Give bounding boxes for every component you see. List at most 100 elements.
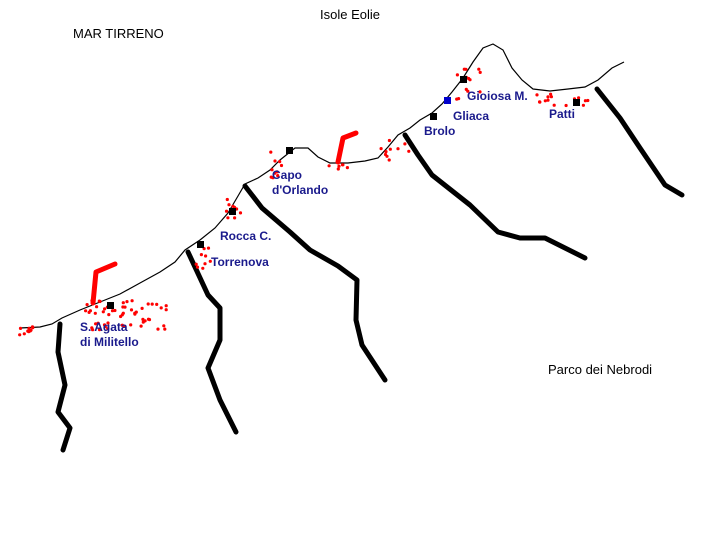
red-dot: [102, 323, 107, 327]
red-dot: [22, 332, 26, 336]
marker-patti: [573, 99, 580, 106]
red-dot: [139, 324, 143, 328]
red-dot: [278, 160, 282, 164]
red-dot: [341, 163, 345, 167]
red-dot: [583, 99, 588, 103]
red-dot: [107, 313, 111, 317]
marker-brolo: [430, 113, 437, 120]
red-dot: [155, 302, 159, 306]
red-dot: [379, 147, 383, 151]
red-dot: [159, 306, 163, 310]
red-dot: [233, 216, 237, 220]
red-dot: [195, 265, 200, 269]
red-dot: [106, 327, 110, 331]
red-dot: [164, 304, 168, 308]
marker-capo: [286, 147, 293, 154]
red-dot-clusters: [18, 67, 590, 337]
marker-santagata: [107, 302, 114, 309]
red-dot: [271, 176, 275, 180]
red-dot: [203, 262, 207, 266]
red-dot: [225, 197, 229, 202]
river-brolo: [402, 132, 588, 261]
river-rocca: [242, 183, 388, 383]
red-dot: [269, 150, 273, 154]
red-dot: [387, 158, 391, 162]
red-dot: [31, 326, 35, 330]
red-dot: [162, 324, 166, 328]
town-label-brolo: Brolo: [424, 124, 455, 138]
red-dot: [146, 317, 151, 321]
town-label-capo: Capo d'Orlando: [272, 168, 328, 197]
red-dot: [123, 305, 127, 309]
red-dot: [121, 301, 125, 305]
red-dot: [125, 300, 129, 304]
red-dot: [336, 167, 340, 171]
red-dot: [93, 311, 97, 315]
red-dot: [164, 308, 168, 312]
red-dot: [85, 303, 89, 307]
red-dot: [201, 266, 205, 270]
red-dot: [143, 319, 147, 323]
red-dot: [385, 154, 389, 158]
red-dot: [238, 211, 243, 215]
red-dot: [224, 209, 229, 213]
red-dot: [199, 253, 203, 257]
red-dot: [204, 254, 208, 258]
red-dot: [133, 312, 137, 316]
red-dot: [581, 103, 586, 107]
red-dot: [345, 166, 349, 170]
red-dot: [586, 98, 590, 103]
red-dot: [384, 150, 388, 154]
red-dot: [206, 246, 211, 250]
red-dot: [91, 328, 95, 332]
red-dot: [18, 333, 22, 337]
red-dot: [276, 174, 280, 178]
red-dot: [387, 138, 391, 143]
red-dot: [88, 309, 92, 313]
town-label-torrenova: Torrenova: [211, 255, 269, 269]
red-dot: [101, 310, 105, 314]
red-dot: [403, 142, 407, 146]
red-dot: [96, 321, 100, 325]
barrier-east: [335, 130, 359, 165]
sea-label: MAR TIRRENO: [73, 26, 164, 41]
red-dot: [28, 329, 32, 333]
red-dot: [546, 95, 550, 99]
park-label: Parco dei Nebrodi: [548, 362, 652, 377]
red-dot: [564, 103, 568, 108]
red-dot: [279, 163, 284, 168]
town-label-gliaca: Gliaca: [453, 109, 489, 123]
red-dot: [94, 322, 98, 326]
red-dot: [208, 259, 212, 263]
red-dot: [97, 328, 102, 332]
red-dot: [478, 70, 482, 74]
red-dot: [140, 306, 144, 310]
red-dot: [552, 103, 556, 107]
red-dot: [468, 78, 472, 82]
red-dot: [457, 97, 461, 101]
red-dot: [535, 93, 539, 97]
red-dot: [18, 326, 23, 330]
red-dot: [146, 302, 150, 306]
red-dot: [407, 149, 411, 153]
red-dot: [113, 308, 117, 313]
coastline: [19, 43, 625, 329]
town-label-rocca: Rocca C.: [220, 229, 271, 243]
barrier-west: [90, 261, 118, 306]
red-dot: [549, 95, 554, 99]
red-dot: [455, 73, 459, 77]
red-dot: [538, 100, 542, 104]
red-dot: [464, 67, 468, 71]
red-dot: [156, 327, 160, 331]
red-dot: [97, 299, 101, 303]
red-dot: [270, 168, 274, 172]
red-dot: [466, 89, 470, 93]
town-labels: S. Agata di Militello Torrenova Rocca C.…: [80, 89, 575, 349]
red-dot: [129, 323, 133, 327]
red-dot: [478, 90, 482, 94]
red-dot: [95, 305, 99, 309]
red-dot: [194, 262, 198, 266]
marker-torrenova: [197, 241, 204, 248]
red-dot: [121, 311, 125, 315]
river-patti: [594, 86, 685, 198]
